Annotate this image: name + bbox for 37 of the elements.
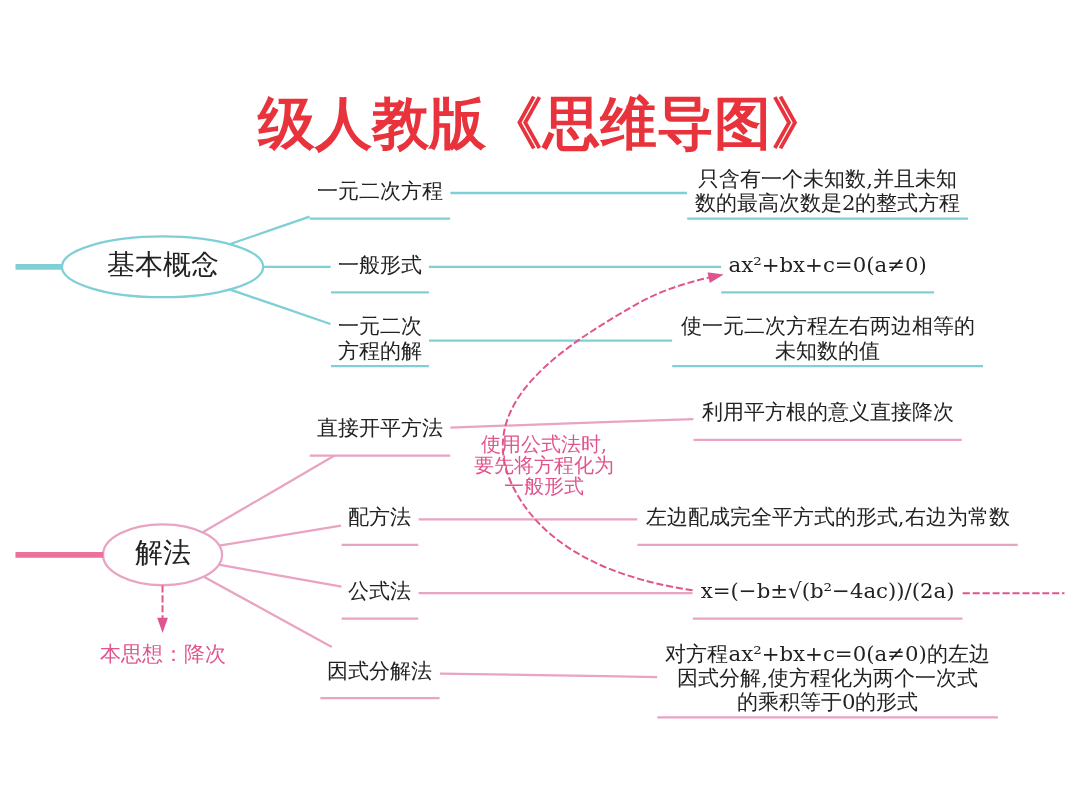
connector — [15, 551, 104, 558]
node-text: 只含有一个未知数,并且未知数的最高次数是2的整式方程 — [694, 165, 961, 215]
diagram-title: 级人教版《思维导图》 — [257, 89, 828, 156]
connector — [418, 517, 638, 520]
connector — [450, 191, 687, 194]
connector — [229, 287, 331, 325]
node-text: ax²+bx+c=0(a≠0) — [728, 251, 927, 277]
node-ellipse: 解法 — [101, 522, 224, 586]
node-text: 公式法 — [348, 577, 412, 603]
node-text: 左边配成完全平方式的形式,右边为常数 — [645, 503, 1010, 529]
connector — [418, 591, 693, 594]
connector — [201, 454, 336, 533]
connector — [429, 265, 722, 268]
arrow — [157, 583, 168, 633]
connector — [429, 338, 673, 342]
connector — [961, 591, 1066, 594]
node-ellipse: 基本概念 — [60, 234, 265, 298]
node-text: 对方程ax²+bx+c=0(a≠0)的左边因式分解,使方程化为两个一次式的乘积等于0的形式 — [665, 640, 990, 714]
node-text: 本思想：降次 — [99, 640, 226, 666]
connector — [450, 417, 694, 429]
connector — [203, 575, 333, 648]
node-text: 因式分解法 — [327, 657, 433, 683]
node-text: 配方法 — [348, 503, 412, 529]
arrow — [502, 271, 724, 591]
connector — [219, 523, 342, 547]
node-text: 利用平方根的意义直接降次 — [701, 398, 954, 424]
connector — [218, 563, 342, 588]
node-text: 一般形式 — [337, 251, 422, 277]
node-text: 一元二次方程 — [316, 177, 443, 203]
node-text: 直接开平方法 — [316, 414, 443, 440]
connector — [439, 671, 658, 678]
node-text: 使一元二次方程左右两边相等的未知数的值 — [680, 312, 975, 363]
node-text: x=(−b±√(b²−4ac))/(2a) — [700, 577, 955, 603]
connector — [263, 265, 331, 268]
node-text: 一元二次方程的解 — [337, 312, 422, 363]
connector — [15, 263, 62, 270]
connector — [229, 215, 311, 245]
